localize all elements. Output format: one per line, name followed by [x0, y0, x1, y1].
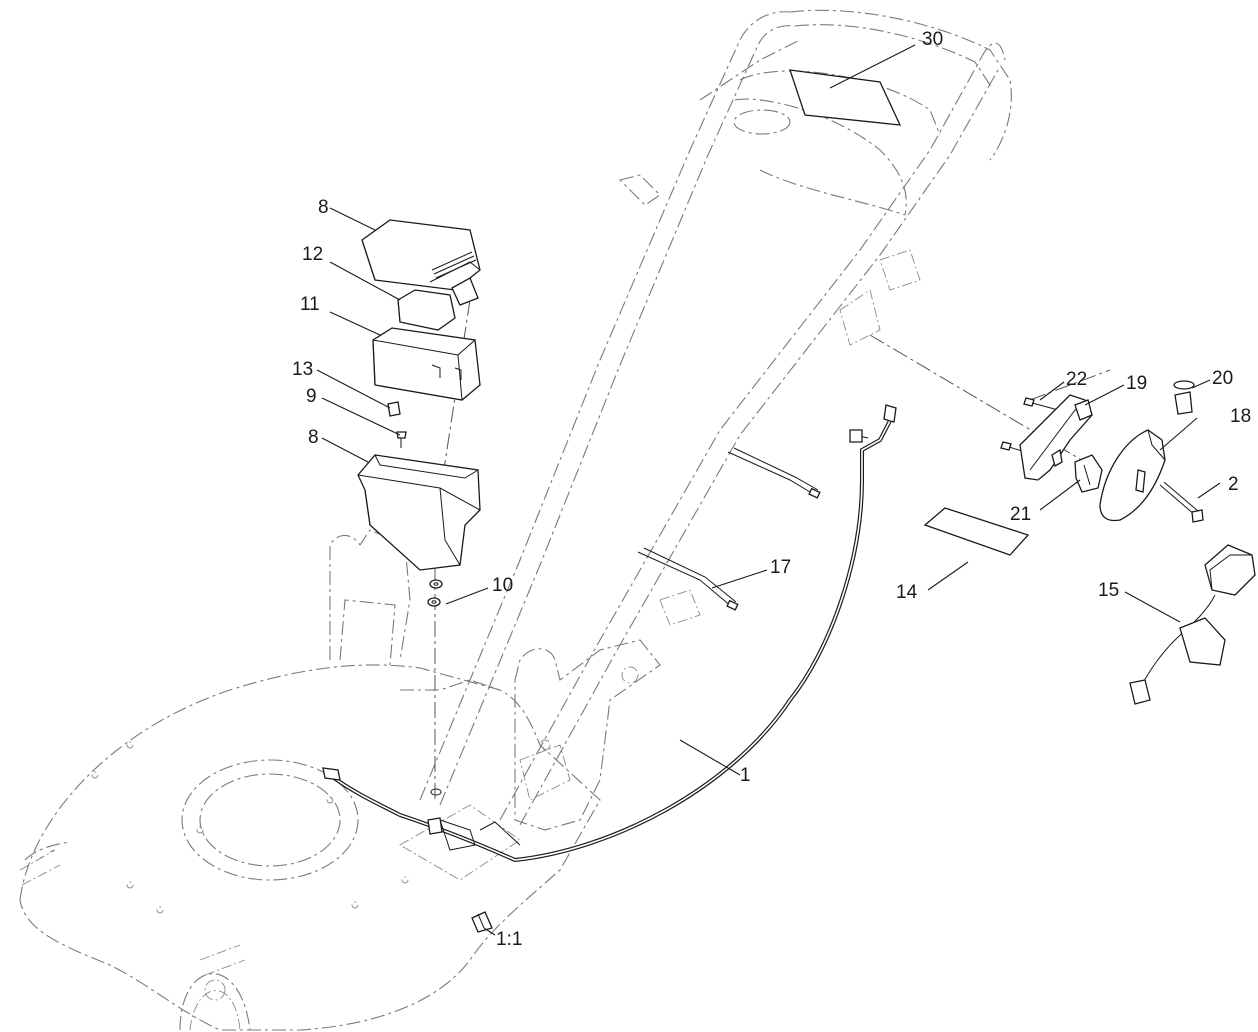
switch-bracket-part — [1074, 454, 1103, 493]
battery-clip-part — [387, 401, 401, 417]
decal-part — [923, 507, 1030, 556]
callout-21: 21 — [1010, 504, 1031, 525]
handle-decal-part — [789, 69, 902, 126]
callout-13: 13 — [292, 359, 313, 380]
callout-30: 30 — [922, 29, 943, 50]
callout-12: 12 — [302, 244, 323, 265]
handle-assembly-phantom — [419, 9, 1012, 826]
callout-9: 9 — [306, 386, 317, 407]
clip-part — [471, 911, 493, 933]
callout-1-1: 1:1 — [496, 929, 522, 950]
callout-2: 2 — [1228, 474, 1239, 495]
switch-cover-part — [1099, 429, 1166, 522]
callout-20: 20 — [1212, 368, 1233, 389]
battery-part — [372, 327, 481, 401]
switch-knob-part — [1173, 380, 1195, 415]
mower-deck-phantom — [19, 664, 601, 1031]
rear-frame-phantom — [329, 529, 661, 831]
callout-1: 1 — [740, 765, 751, 786]
leader-lines — [316, 44, 1221, 936]
callout-22: 22 — [1066, 369, 1087, 390]
callout-8-cover: 8 — [318, 197, 329, 218]
callout-15: 15 — [1098, 580, 1119, 601]
callout-17: 17 — [770, 557, 791, 578]
callout-14: 14 — [896, 582, 918, 603]
callout-8-tray: 8 — [308, 427, 319, 448]
battery-cover-part — [361, 219, 481, 306]
switch-bolt-part — [1159, 481, 1204, 523]
callout-18: 18 — [1230, 406, 1251, 427]
battery-pad-part — [397, 289, 456, 331]
battery-charger-part — [1129, 544, 1256, 705]
switch-housing-part — [1019, 394, 1093, 481]
battery-tray-part — [357, 454, 481, 571]
tray-screw-part — [396, 431, 407, 448]
callout-labels: 30 8 12 11 13 9 8 10 17 22 19 20 18 2 21… — [292, 29, 1251, 950]
callout-19: 19 — [1126, 373, 1147, 394]
callout-11: 11 — [300, 294, 320, 315]
callout-10: 10 — [492, 575, 513, 596]
washer-part — [427, 579, 443, 796]
cable-tie-part — [637, 447, 821, 611]
wire-harness-part — [322, 404, 897, 863]
